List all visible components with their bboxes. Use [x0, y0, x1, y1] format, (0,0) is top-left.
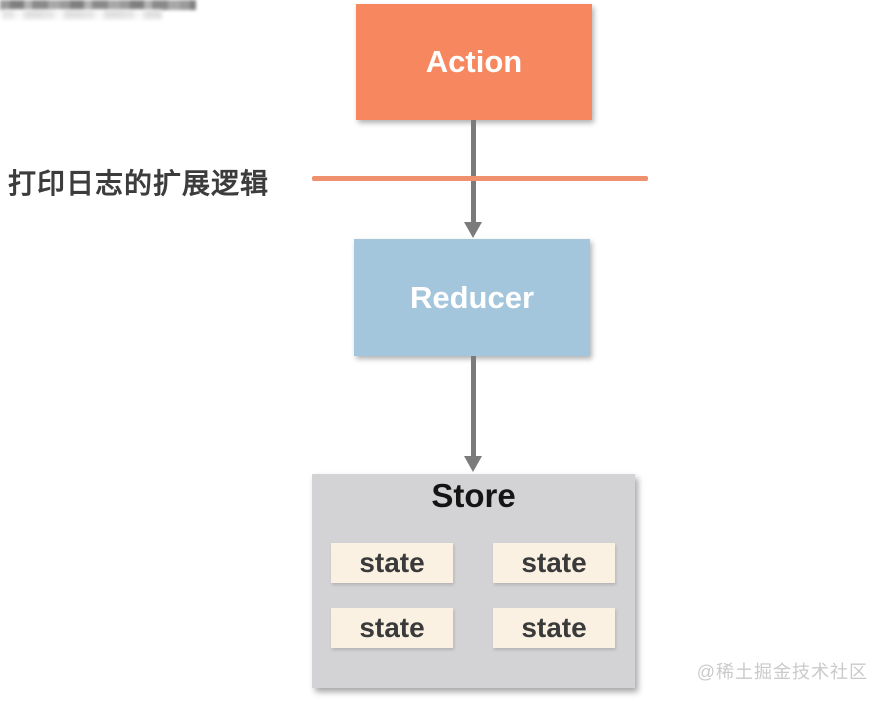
action-label: Action [425, 44, 523, 79]
blurred-artifact-top [0, 0, 196, 10]
state-box: state [331, 543, 453, 583]
arrow-shaft [470, 356, 476, 456]
store-label: Store [431, 477, 516, 514]
state-box: state [493, 608, 615, 648]
arrow-reducer-to-store [463, 356, 483, 472]
store-node: Store state state state state [312, 474, 635, 688]
arrow-shaft [470, 120, 476, 222]
arrow-head-icon [464, 456, 482, 472]
state-box: state [493, 543, 615, 583]
arrow-action-to-reducer [463, 120, 483, 238]
state-grid: state state state state [331, 543, 615, 648]
arrow-head-icon [464, 222, 482, 238]
reducer-node: Reducer [354, 239, 590, 356]
annotation-label: 打印日志的扩展逻辑 [8, 168, 270, 199]
blurred-artifact-bottom [2, 10, 162, 19]
action-node: Action [356, 4, 592, 120]
reducer-label: Reducer [409, 279, 535, 315]
watermark: @稀土掘金技术社区 [696, 662, 868, 682]
state-box: state [331, 608, 453, 648]
divider-line [312, 176, 648, 181]
